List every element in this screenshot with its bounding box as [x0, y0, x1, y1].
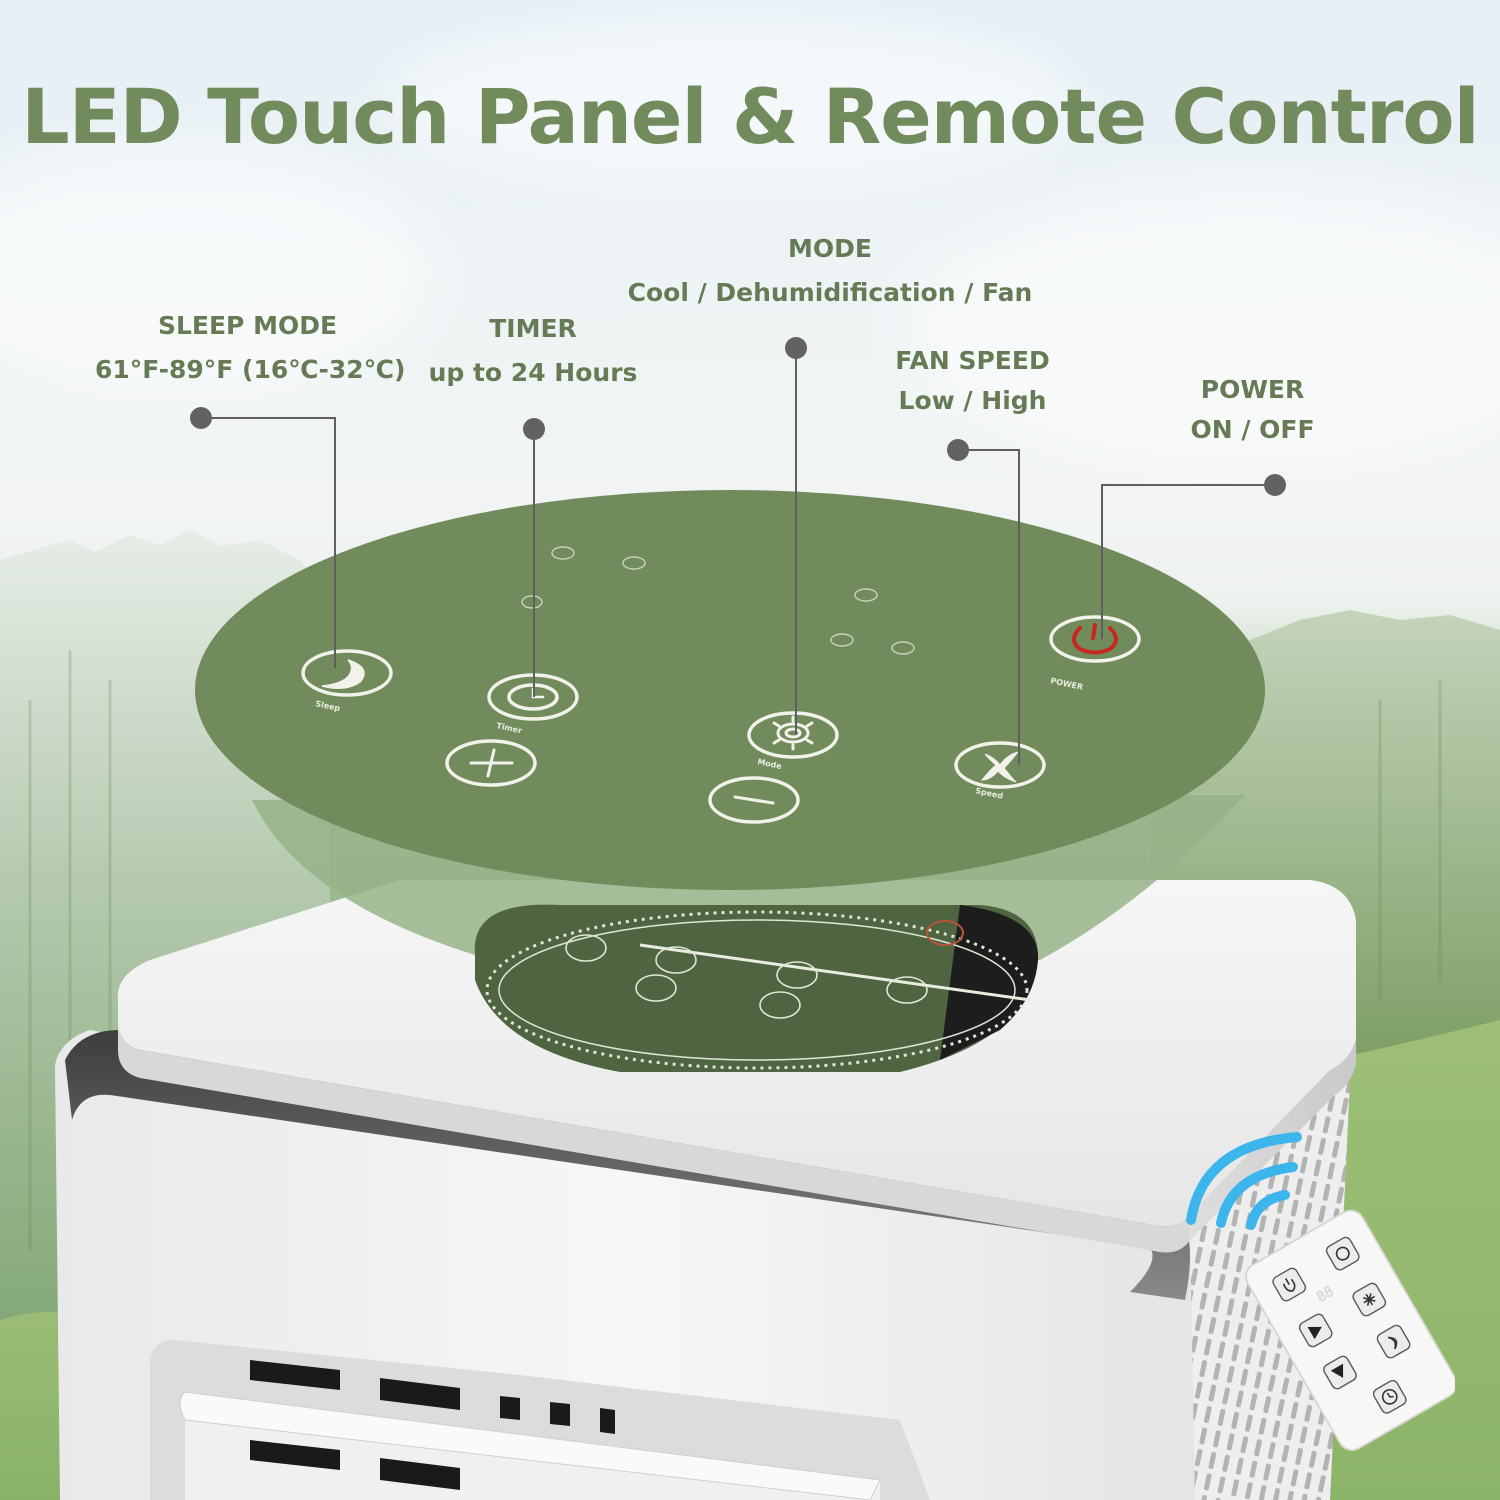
- remote-control: 88: [1245, 1209, 1455, 1451]
- fan-icon: [980, 751, 1020, 783]
- moon-icon: [321, 659, 365, 689]
- callout-detail: up to 24 Hours: [428, 358, 638, 387]
- sleep-icon: [1387, 1336, 1398, 1350]
- svg-text:Mode: Mode: [757, 757, 784, 771]
- minus-button[interactable]: [708, 776, 800, 824]
- cloud: [380, 10, 1080, 190]
- callout-detail: 61°F-89°F (16℃-32℃): [95, 355, 406, 384]
- mode-cycle-icon: [1335, 1246, 1350, 1261]
- remote-display: 88: [1314, 1284, 1337, 1306]
- cloud: [900, 180, 1500, 480]
- gear-icon: [772, 715, 814, 751]
- remote-power-button[interactable]: [1271, 1266, 1307, 1302]
- svg-text:Sleep: Sleep: [315, 699, 342, 713]
- minus-icon: [733, 795, 775, 805]
- power-icon: [1282, 1278, 1296, 1292]
- mode-button[interactable]: [747, 711, 839, 759]
- ir-signal-icon: [1186, 1132, 1302, 1230]
- svg-text:Timer: Timer: [496, 721, 523, 735]
- up-arrow-icon: [1307, 1326, 1322, 1340]
- down-arrow-icon: [1330, 1363, 1344, 1378]
- sleep-button[interactable]: [301, 649, 393, 697]
- callout-heading: POWER: [1200, 375, 1305, 404]
- indicator-lights: [521, 546, 915, 655]
- clock-icon: [531, 687, 545, 699]
- power-icon: [1072, 623, 1118, 655]
- timer-button[interactable]: [487, 673, 579, 721]
- callout-timer: TIMER up to 24 Hours: [425, 307, 641, 395]
- callout-detail: Low / High: [898, 386, 1047, 415]
- callout-sleep-mode: SLEEP MODE 61°F-89°F (16℃-32℃): [95, 304, 406, 392]
- remote-sleep-button[interactable]: [1375, 1324, 1411, 1360]
- callout-power: POWER ON / OFF: [1170, 370, 1335, 450]
- callout-heading: MODE: [788, 234, 872, 263]
- plus-button[interactable]: [445, 739, 537, 787]
- fan-icon: [1363, 1293, 1376, 1306]
- power-button[interactable]: [1049, 615, 1141, 663]
- timer-icon: [1381, 1388, 1398, 1405]
- speed-button[interactable]: [954, 741, 1046, 789]
- callout-detail: Cool / Dehumidification / Fan: [627, 278, 1033, 307]
- remote-mode-button[interactable]: [1325, 1236, 1361, 1272]
- page-title: LED Touch Panel & Remote Control: [21, 72, 1479, 161]
- cloud: [0, 140, 440, 400]
- svg-text:POWER: POWER: [1050, 676, 1084, 692]
- callout-heading: SLEEP MODE: [157, 311, 338, 340]
- callout-fan-speed: FAN SPEED Low / High: [880, 341, 1065, 421]
- callout-heading: TIMER: [489, 314, 577, 343]
- plus-icon: [469, 748, 514, 778]
- callout-heading: FAN SPEED: [895, 346, 1050, 375]
- callout-mode: MODE Cool / Dehumidification / Fan: [620, 227, 1040, 315]
- callout-detail: ON / OFF: [1190, 415, 1315, 444]
